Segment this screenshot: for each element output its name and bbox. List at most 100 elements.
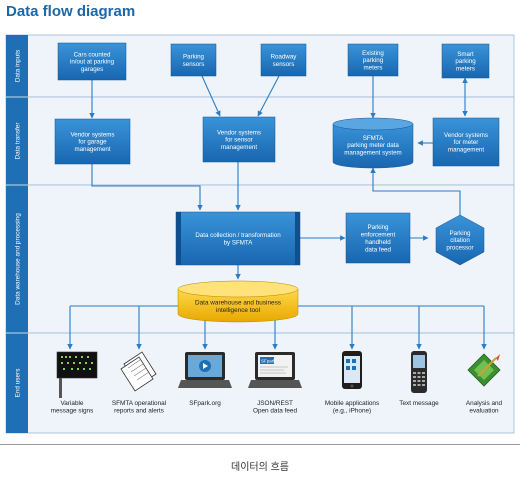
text-line: Existing [362,50,384,57]
caption-divider [0,444,520,445]
text-line: handheld [365,239,391,246]
text-line: message signs [51,407,94,414]
figure-caption: 데이터의 흐름 [231,462,289,473]
text-line: by SFMTA [224,239,254,246]
text-line: for garage [78,139,107,146]
text-line: Mobile applications [325,400,379,407]
arrow-roadway-sensors-to-vendor-sensor [257,75,280,117]
text-line: Text message [399,400,439,407]
text-line: management [74,146,110,153]
end-user-label-mobile: Mobile applications(e.g., iPhone) [325,400,379,414]
text-line: meters [456,66,475,73]
end-user-label-text: Text message [399,400,439,407]
lane-label-end-users: End users [15,369,22,398]
text-line: Open data feed [253,407,298,414]
text-line: Smart [457,51,474,58]
diagram-title: Data flow diagram [6,3,136,20]
end-user-label-sfpark: SFpark.org [189,400,221,407]
text-line: in/out at parking [70,59,115,66]
text-line: Analysis and [466,400,503,407]
text-line: management [221,144,257,151]
analysis-icon [467,353,501,387]
lane-backgrounds [5,34,515,434]
arrow-parking-sensors-to-vendor-sensor [201,75,221,117]
text-line: SFpark.org [189,400,221,407]
sign-icon [56,351,98,398]
text-line: (e.g., iPhone) [333,407,371,414]
text-line: intelligence tool [216,307,260,314]
laptop-json-icon: SFpark [248,352,302,388]
text-line: data feed [365,246,391,253]
text-line: JSON/REST [257,400,293,407]
text-line: Vendor systems [70,131,114,138]
arrow-citation-to-sfmta-db [370,167,461,215]
text-line: parking [455,58,476,65]
text-line: reports and alerts [114,407,164,414]
text-line: sensors [183,61,205,68]
cell-phone-icon [411,351,427,393]
text-line: Parking [368,224,390,231]
text-line: enforcement [361,232,396,239]
lane-label-bars [6,35,28,433]
text-line: SFMTA operational [112,400,166,407]
laptop-icon [178,352,232,388]
text-line: garages [81,66,103,73]
text-line: for meter [454,139,479,146]
text-line: Parking [450,230,472,237]
text-line: Roadway [271,54,298,61]
lane-label-data-warehouse: Data warehouse and processing [15,213,22,305]
lane-label-data-transfer: Data transfer [15,122,22,160]
text-line: citation [450,237,470,244]
text-line: Variable [61,400,84,407]
text-line: parking meter data [347,142,399,149]
text-line: management [448,147,484,154]
text-line: evaluation [469,407,499,414]
text-line: Parking [183,54,205,61]
text-line: processor [446,245,473,252]
text-line: Data collection / transformation [195,232,281,239]
text-line: Data warehouse and business [195,300,281,307]
lane-label-data-inputs: Data inputs [15,50,22,82]
text-line: Vendor systems [217,129,261,136]
text-line: management system [344,150,401,157]
text-line: SFMTA [363,135,384,142]
text-line: sensors [273,61,295,68]
mobile-phone-icon [342,351,362,389]
text-line: for sensor [225,137,253,144]
text-line: parking [363,57,384,64]
arrow-vendor-garage-to-collection [91,164,203,211]
data-flow-diagram: Data inputs Data transfer Data warehouse… [5,34,515,434]
report-icon [120,351,157,392]
text-line: Cars counted [74,51,111,58]
